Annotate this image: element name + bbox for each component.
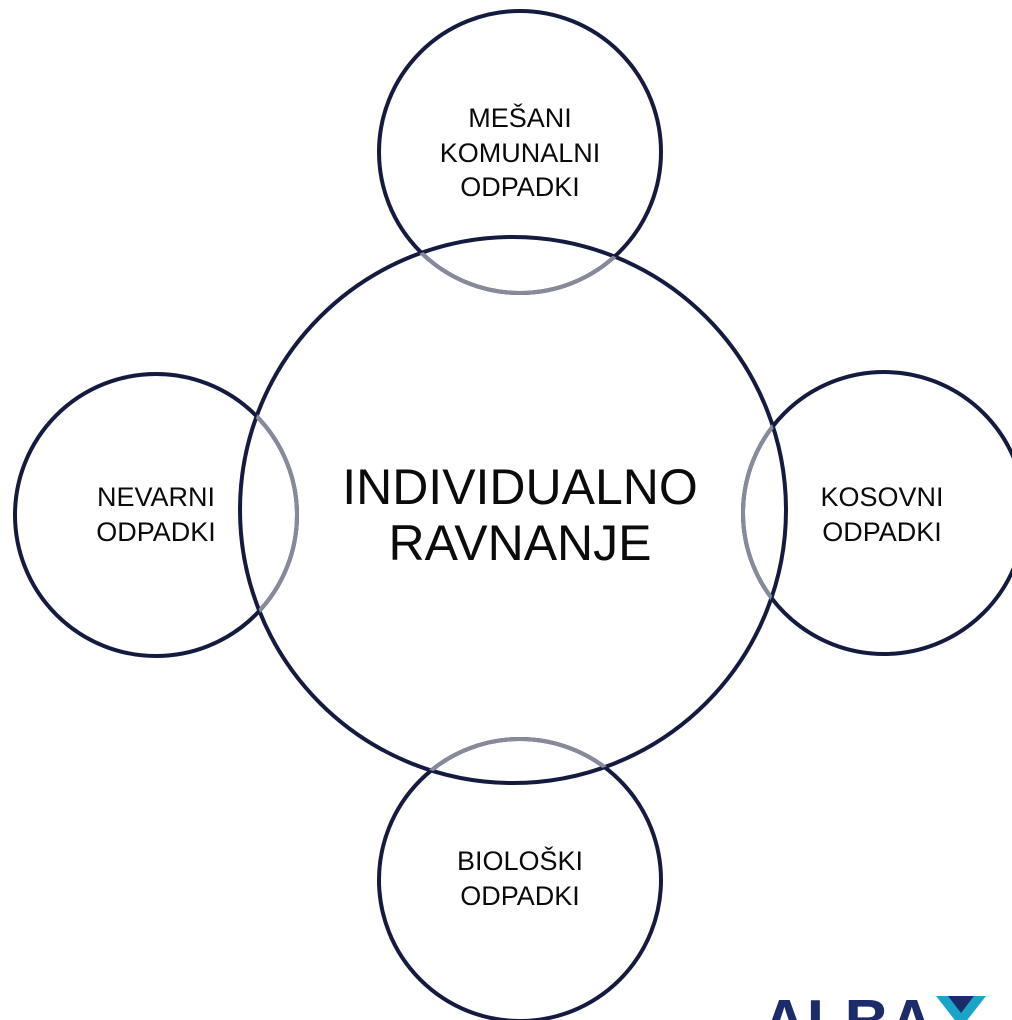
top-label-line2: KOMUNALNI — [440, 138, 601, 168]
bottom-label-line1: BIOLOŠKI — [457, 845, 583, 876]
bottom-overlap-arc — [377, 737, 663, 783]
right-label-line1: KOSOVNI — [820, 482, 943, 512]
alba-logo-text: ALBA — [762, 988, 934, 1020]
left-label-line1: NEVARNI — [97, 482, 215, 512]
left-label-line2: ODPADKI — [96, 517, 216, 547]
left-overlap-arc — [240, 372, 299, 658]
alba-logo: ALBA — [762, 988, 986, 1020]
center-label-line2: RAVNANJE — [388, 515, 651, 571]
right-label-line2: ODPADKI — [822, 517, 942, 547]
alba-shield-icon — [936, 996, 986, 1020]
right-overlap-arc — [741, 370, 786, 656]
top-label-line1: MEŠANI — [468, 102, 572, 133]
top-overlap-arc — [377, 237, 663, 295]
right-circle — [741, 370, 1012, 656]
bottom-label-line2: ODPADKI — [460, 881, 580, 911]
left-circle — [13, 372, 299, 658]
top-label-line3: ODPADKI — [460, 172, 580, 202]
center-circle — [238, 235, 788, 785]
center-label-line1: INDIVIDUALNO — [342, 459, 698, 515]
overlap-arcs — [240, 237, 786, 783]
